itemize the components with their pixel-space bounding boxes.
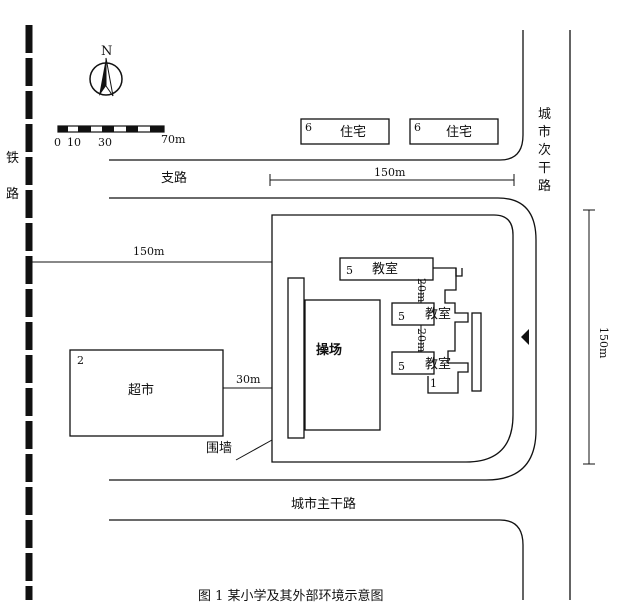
school-gate-icon — [521, 329, 529, 345]
secondary-road-label-5: 路 — [538, 178, 551, 194]
dim-right-150 — [583, 209, 595, 465]
supermarket-floors: 2 — [77, 354, 84, 367]
classroom-2-label: 教室 — [425, 306, 451, 322]
classroom-3-label: 教室 — [425, 356, 451, 372]
classroom-3-floors: 5 — [398, 360, 405, 373]
wall-leader-line — [235, 439, 273, 461]
classroom-1-label: 教室 — [372, 261, 398, 277]
north-label: N — [101, 44, 112, 59]
dim-20b-label: 20m — [415, 328, 428, 353]
scale-tick-10: 10 — [67, 136, 81, 149]
residence-2-floors: 6 — [414, 121, 421, 134]
dim-top-150-label: 150m — [374, 166, 406, 179]
classroom-blocks — [339, 257, 482, 394]
residence-1-floors: 6 — [305, 121, 312, 134]
secondary-road-label-1: 城 — [538, 107, 551, 122]
scale-tick-70m: 70m — [161, 133, 186, 146]
north-arrow-icon — [89, 57, 123, 97]
branch-road-label: 支路 — [161, 170, 187, 186]
scale-tick-0: 0 — [54, 136, 61, 149]
figure-caption: 图 1 某小学及其外部环境示意图 — [198, 588, 384, 604]
secondary-road-label-2: 市 — [538, 124, 551, 140]
scale-bar — [57, 125, 165, 133]
scale-tick-30: 30 — [98, 136, 112, 149]
residence-2-label: 住宅 — [446, 125, 472, 140]
dim-20a-label: 20m — [415, 278, 428, 303]
supermarket — [69, 349, 224, 437]
residence-1 — [300, 118, 390, 145]
classroom-2-floors: 5 — [398, 310, 405, 323]
playground — [304, 299, 381, 431]
secondary-road-label-3: 次 — [538, 142, 551, 158]
wall-label: 围墙 — [206, 441, 232, 456]
residence-2 — [409, 118, 499, 145]
dim-top-150 — [269, 174, 515, 186]
supermarket-label: 超市 — [128, 382, 154, 398]
dim-20 — [416, 279, 426, 353]
classroom-1-floors: 5 — [346, 264, 353, 277]
dim-left-150-label: 150m — [133, 245, 165, 258]
school-wall — [271, 214, 514, 463]
playground-side-building — [287, 277, 305, 439]
residence-1-label: 住宅 — [340, 125, 366, 140]
dim-right-150-label: 150m — [597, 327, 610, 359]
railway-label-2: 路 — [6, 186, 19, 202]
main-road-label: 城市主干路 — [291, 496, 356, 512]
office-floors: 1 — [430, 377, 437, 390]
dim-30-label: 30m — [236, 373, 261, 386]
roads — [109, 30, 571, 600]
secondary-road-label-4: 干 — [538, 161, 551, 176]
playground-label: 操场 — [316, 342, 342, 358]
railway-label-1: 铁 — [6, 151, 19, 166]
